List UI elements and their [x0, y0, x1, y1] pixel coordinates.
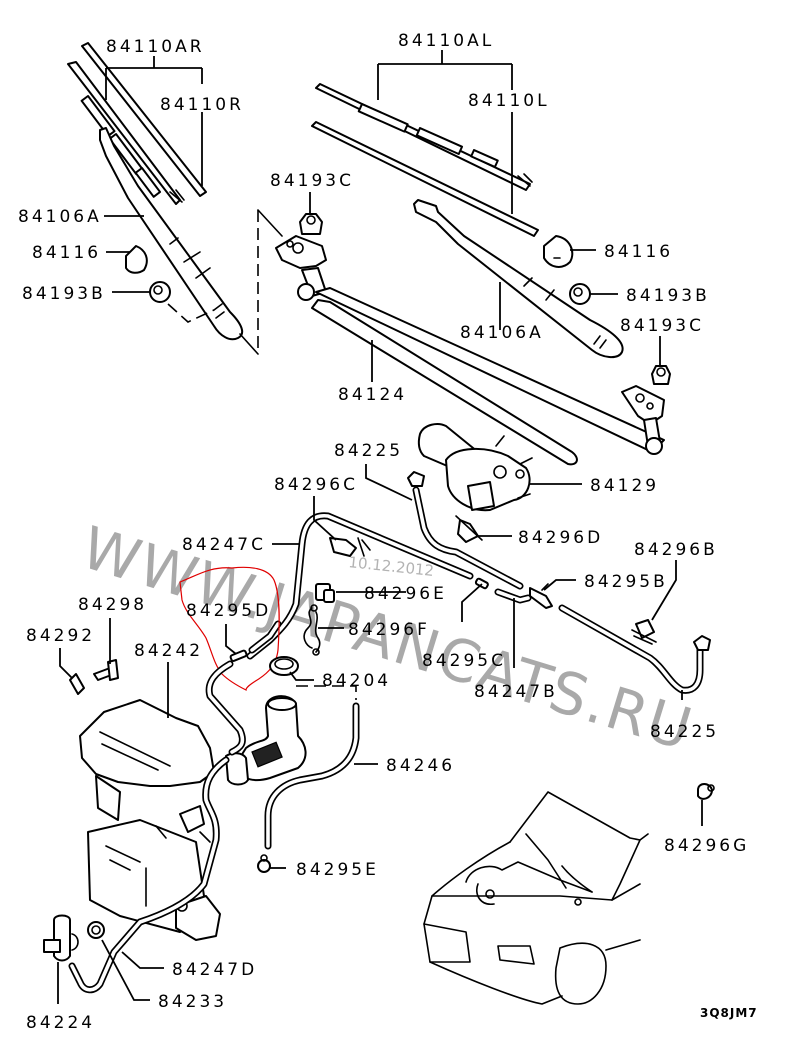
label-84247D[interactable]: 84247D	[172, 960, 257, 980]
pivot-nut-left[interactable]	[149, 281, 171, 303]
part-labels: 84110AR 84110R 84106A 84116 84193B 84193…	[18, 31, 758, 1033]
wiper-blade-rubber-left[interactable]	[311, 121, 539, 237]
wiper-blade-rubber-right[interactable]	[81, 42, 207, 197]
label-84110L[interactable]: 84110L	[468, 91, 550, 111]
washer-pump[interactable]	[43, 914, 79, 962]
pivot-nut-top[interactable]	[299, 213, 323, 235]
label-84233[interactable]: 84233	[158, 992, 227, 1012]
wiper-arm-left[interactable]	[99, 127, 244, 341]
diagram-code: 3Q8JM7	[700, 1006, 758, 1020]
pump-grommet[interactable]	[87, 921, 105, 939]
wiper-motor[interactable]	[417, 423, 533, 512]
label-84124[interactable]: 84124	[338, 385, 407, 405]
pivot-nut-right[interactable]	[569, 283, 591, 305]
label-84295B[interactable]: 84295B	[584, 572, 668, 592]
label-84296E[interactable]: 84296E	[364, 584, 447, 604]
hose-clip-b[interactable]	[631, 619, 657, 645]
label-84295C[interactable]: 84295C	[422, 651, 506, 671]
label-84298[interactable]: 84298	[78, 595, 147, 615]
hose-clip-f[interactable]	[303, 604, 321, 656]
reservoir-filler-neck[interactable]	[225, 695, 307, 786]
reservoir-outlet-hose[interactable]	[205, 660, 246, 756]
label-84225-top[interactable]: 84225	[334, 441, 403, 461]
reservoir-bracket-nut[interactable]	[69, 673, 85, 695]
overflow-hose[interactable]	[264, 702, 360, 850]
label-84193C-top[interactable]: 84193C	[270, 171, 354, 191]
washer-hose-b[interactable]	[494, 588, 532, 604]
assembly-guide-line	[239, 209, 283, 355]
leader-lines	[57, 50, 703, 1004]
label-84110AR[interactable]: 84110AR	[106, 37, 205, 57]
label-84296G[interactable]: 84296G	[664, 836, 749, 856]
label-84204[interactable]: 84204	[322, 671, 391, 691]
hose-joint-d[interactable]	[229, 620, 282, 662]
label-84242[interactable]: 84242	[134, 641, 203, 661]
label-84247B[interactable]: 84247B	[474, 682, 558, 702]
label-84296D[interactable]: 84296D	[518, 528, 603, 548]
label-84295E[interactable]: 84295E	[296, 860, 379, 880]
label-84224[interactable]: 84224	[26, 1013, 95, 1033]
label-84296B[interactable]: 84296B	[634, 540, 718, 560]
wiper-blade-right-assembly[interactable]	[67, 61, 185, 205]
hose-clip-g[interactable]	[697, 783, 715, 800]
label-84110AL[interactable]: 84110AL	[398, 31, 494, 51]
hose-clip-d[interactable]	[455, 515, 483, 543]
pivot-nut-right-lower[interactable]	[651, 365, 671, 385]
hose-clip-e[interactable]	[315, 583, 335, 603]
assembly-guide-line	[167, 303, 215, 323]
hose-clip-c[interactable]	[329, 537, 371, 557]
label-84106A-right[interactable]: 84106A	[460, 323, 544, 343]
pivot-cap-left[interactable]	[125, 245, 148, 274]
label-84110R[interactable]: 84110R	[160, 95, 244, 115]
blade-frame-segments	[80, 95, 162, 198]
label-84193B-left[interactable]: 84193B	[22, 284, 106, 304]
label-84106A-left[interactable]: 84106A	[18, 207, 102, 227]
label-84295D[interactable]: 84295D	[186, 601, 271, 621]
hose-plug-e[interactable]	[257, 854, 271, 873]
label-84193C-right[interactable]: 84193C	[620, 316, 704, 336]
label-84129[interactable]: 84129	[590, 476, 659, 496]
wiper-arm-right[interactable]	[413, 199, 624, 358]
label-84225-bottom[interactable]: 84225	[650, 722, 719, 742]
label-84116-right[interactable]: 84116	[604, 242, 673, 262]
reservoir-cap[interactable]	[269, 656, 299, 676]
highlight-outline	[179, 566, 280, 691]
washer-hose-d[interactable]	[68, 756, 230, 994]
washer-nozzle-hose-upper[interactable]	[407, 471, 524, 590]
assembly-guide-line	[296, 685, 357, 700]
label-84193B-right[interactable]: 84193B	[626, 286, 710, 306]
vehicle-location-overview	[423, 791, 649, 1005]
label-84246[interactable]: 84246	[386, 756, 455, 776]
wiper-linkage[interactable]	[275, 235, 665, 466]
label-84296C[interactable]: 84296C	[274, 475, 358, 495]
pivot-cap-right[interactable]	[543, 235, 574, 268]
hose-joint-b[interactable]	[529, 583, 553, 609]
reservoir-bolt[interactable]	[93, 659, 119, 681]
label-84292[interactable]: 84292	[26, 626, 95, 646]
wiper-blade-left-assembly[interactable]	[315, 83, 533, 191]
washer-hose-c[interactable]	[246, 512, 474, 660]
label-84296F[interactable]: 84296F	[348, 620, 430, 640]
label-84247C[interactable]: 84247C	[182, 535, 266, 555]
label-84116-left[interactable]: 84116	[32, 243, 101, 263]
washer-reservoir[interactable]	[79, 699, 221, 941]
